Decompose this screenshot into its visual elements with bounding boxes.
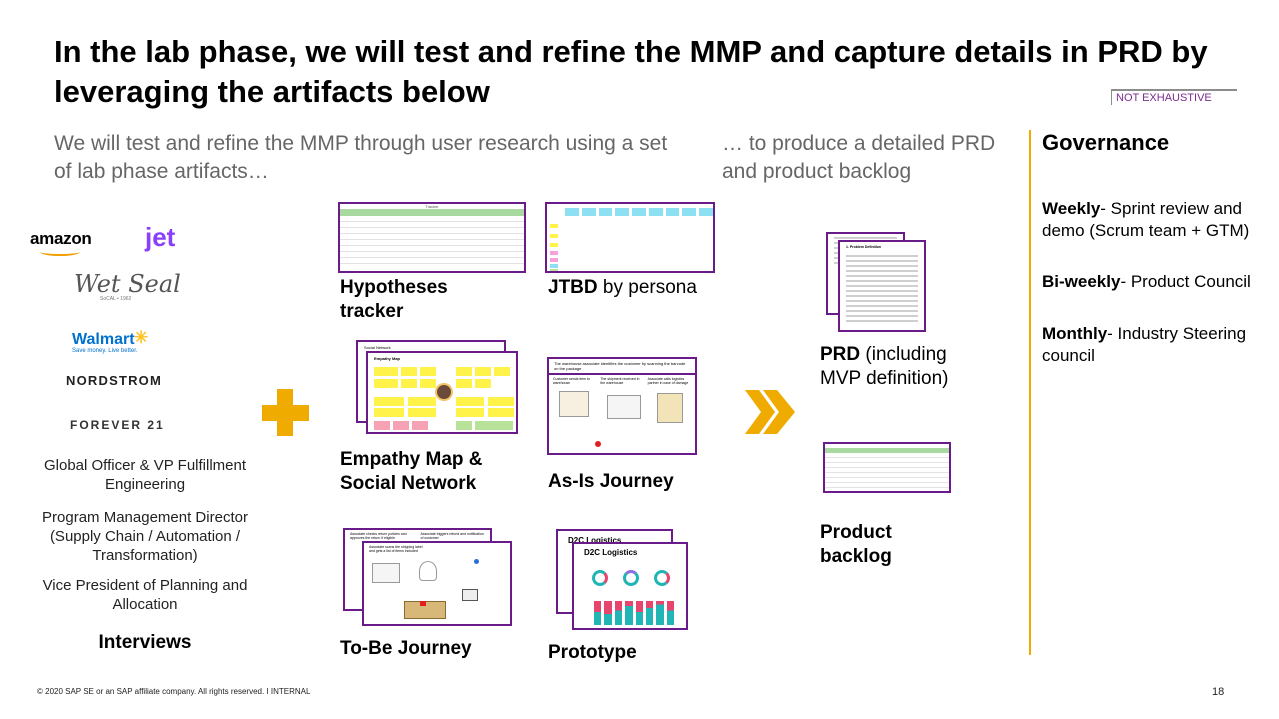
thumb-title: D2C Logistics: [568, 536, 622, 545]
wetseal-tagline: SoCAL • 1962: [100, 296, 132, 302]
not-exhaustive-badge: NOT EXHAUSTIVE: [1111, 89, 1237, 105]
item-bold: Monthly: [1042, 324, 1108, 343]
item-rest: - Sprint review and demo (Scrum team + G…: [1042, 199, 1250, 240]
interviews-label: Interviews: [98, 632, 192, 653]
wetseal-logo: Wet Seal: [74, 270, 181, 298]
walmart-tagline: Save money. Live better.: [72, 348, 138, 354]
copyright-footer: © 2020 SAP SE or an SAP affiliate compan…: [37, 687, 311, 696]
prd-thumbnail: 1. Problem Definition: [838, 240, 926, 332]
amazon-smile-icon: [40, 248, 80, 256]
as-is-journey-thumbnail: The warehouse associate identifies the c…: [547, 357, 697, 455]
empathy-map-thumbnail: Empathy Map: [366, 351, 518, 434]
item-rest: - Industry Steering council: [1042, 324, 1247, 365]
governance-item-biweekly: Bi-weekly- Product Council: [1042, 271, 1262, 293]
hypotheses-tracker-thumbnail: Tracker: [338, 202, 526, 273]
plus-icon-bar: [262, 405, 309, 421]
subheading-right: … to produce a detailed PRD and product …: [722, 132, 996, 183]
interviewee-role: Global Officer & VP Fulfillment Engineer…: [43, 457, 247, 493]
thumb-caption: The warehouse associate identifies the c…: [549, 359, 695, 375]
thumb-title: Social Network: [364, 345, 391, 350]
amazon-logo: amazon: [30, 229, 92, 248]
thumb-title: Tracker: [425, 204, 439, 209]
label-bold: To-Be Journey: [340, 638, 472, 659]
slide-title: In the lab phase, we will test and refin…: [54, 34, 1208, 109]
thumb-caption: Associate triggers refund and notificati…: [420, 532, 484, 540]
prd-label: PRD (including MVP definition): [820, 343, 990, 391]
nordstrom-logo: NORDSTROM: [66, 373, 163, 388]
item-bold: Bi-weekly: [1042, 272, 1121, 291]
persona-avatar: [435, 383, 453, 401]
product-backlog-thumbnail: [823, 442, 951, 493]
prototype-thumbnail: D2C Logistics: [572, 542, 688, 630]
label-bold: PRD: [820, 344, 861, 365]
to-be-journey-label: To-Be Journey: [340, 637, 472, 661]
item-bold: Weekly: [1042, 199, 1101, 218]
jtbd-thumbnail: [545, 202, 715, 273]
jet-logo: jet: [145, 222, 176, 252]
as-is-journey-label: As-Is Journey: [548, 470, 674, 494]
item-rest: - Product Council: [1120, 272, 1251, 291]
label-bold: As-Is Journey: [548, 471, 674, 492]
thumb-caption: Associate checks return policies and app…: [350, 532, 407, 540]
hypotheses-tracker-label: Hypotheses tracker: [340, 276, 448, 324]
label-rest: tracker: [340, 301, 404, 322]
journey-step: Associate calls logistics partner in cas…: [647, 377, 689, 385]
label-bold: Empathy Map & Social Network: [340, 449, 483, 494]
label-bold: JTBD: [548, 277, 598, 298]
journey-step: Customer sends item to warehouse: [553, 377, 590, 385]
empathy-map-label: Empathy Map & Social Network: [340, 448, 515, 496]
double-chevron-right-icon: [745, 390, 795, 434]
walmart-logo: Walmart: [72, 331, 135, 348]
governance-item-weekly: Weekly- Sprint review and demo (Scrum te…: [1042, 198, 1262, 242]
governance-item-monthly: Monthly- Industry Steering council: [1042, 323, 1262, 367]
label-bold: Hypotheses: [340, 277, 448, 298]
to-be-journey-thumbnail: Associate scans the shipping label and g…: [362, 541, 512, 626]
product-backlog-label: Product backlog: [820, 521, 930, 569]
subheading-left: We will test and refine the MMP through …: [54, 132, 668, 183]
interviewee-role: Program Management Director (Supply Chai…: [42, 509, 248, 564]
journey-step: The shipment received in the warehouse: [600, 377, 640, 385]
governance-divider: [1029, 130, 1031, 655]
label-bold: Prototype: [548, 642, 637, 663]
label-bold: Product backlog: [820, 522, 892, 567]
interviewee-role: Vice President of Planning and Allocatio…: [42, 577, 248, 613]
governance-title: Governance: [1042, 130, 1170, 155]
page-number: 18: [1212, 686, 1225, 698]
label-rest: (including MVP definition): [820, 344, 949, 389]
label-rest: by persona: [597, 277, 697, 298]
thumb-title: Empathy Map: [374, 356, 401, 361]
thumb-caption: Associate scans the shipping label and g…: [369, 545, 423, 553]
forever21-logo: FOREVER 21: [70, 418, 165, 432]
walmart-spark-icon: ✳: [134, 328, 149, 347]
thumb-heading: 1. Problem Definition: [846, 245, 882, 249]
prototype-label: Prototype: [548, 641, 637, 665]
thumb-title: D2C Logistics: [584, 548, 638, 557]
jtbd-label: JTBD by persona: [548, 276, 697, 300]
